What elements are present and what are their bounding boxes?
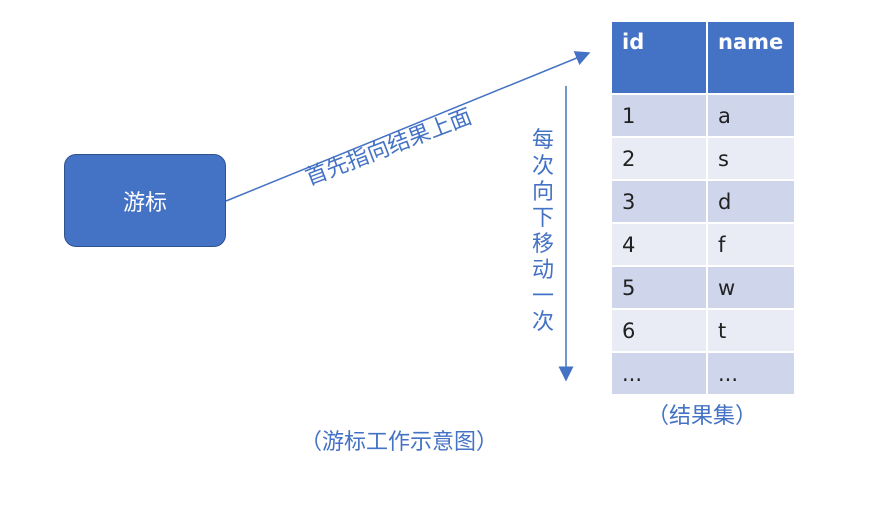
cursor-box: 游标 (64, 154, 226, 247)
result-set-table: id name 1 a 2 s 3 d 4 f 5 w (610, 20, 796, 396)
cell-id: 2 (610, 136, 708, 181)
column-header-name: name (706, 20, 796, 95)
table-row: 4 f (610, 222, 796, 267)
table-row: ... ... (610, 351, 796, 396)
table-header-row: id name (610, 20, 796, 95)
table-row: 6 t (610, 308, 796, 353)
cell-name: a (706, 93, 796, 138)
table-row: 5 w (610, 265, 796, 310)
table-row: 1 a (610, 93, 796, 138)
cell-name: t (706, 308, 796, 353)
cursor-label: 游标 (122, 190, 167, 216)
cell-name: s (706, 136, 796, 181)
table-row: 3 d (610, 179, 796, 224)
cell-name: ... (706, 351, 796, 396)
cell-id: 6 (610, 308, 708, 353)
cell-name: w (706, 265, 796, 310)
column-header-id: id (610, 20, 708, 95)
cell-id: 5 (610, 265, 708, 310)
cell-id: 3 (610, 179, 708, 224)
table-row: 2 s (610, 136, 796, 181)
cell-id: 1 (610, 93, 708, 138)
cell-name: f (706, 222, 796, 267)
cell-name: d (706, 179, 796, 224)
pointer-arrow (225, 51, 591, 202)
move-down-label: 每次向下移动一次 (531, 128, 554, 335)
cell-id: ... (610, 351, 708, 396)
diagram-caption: （游标工作示意图） (300, 430, 499, 455)
result-set-caption: （结果集） (646, 404, 757, 429)
cell-id: 4 (610, 222, 708, 267)
